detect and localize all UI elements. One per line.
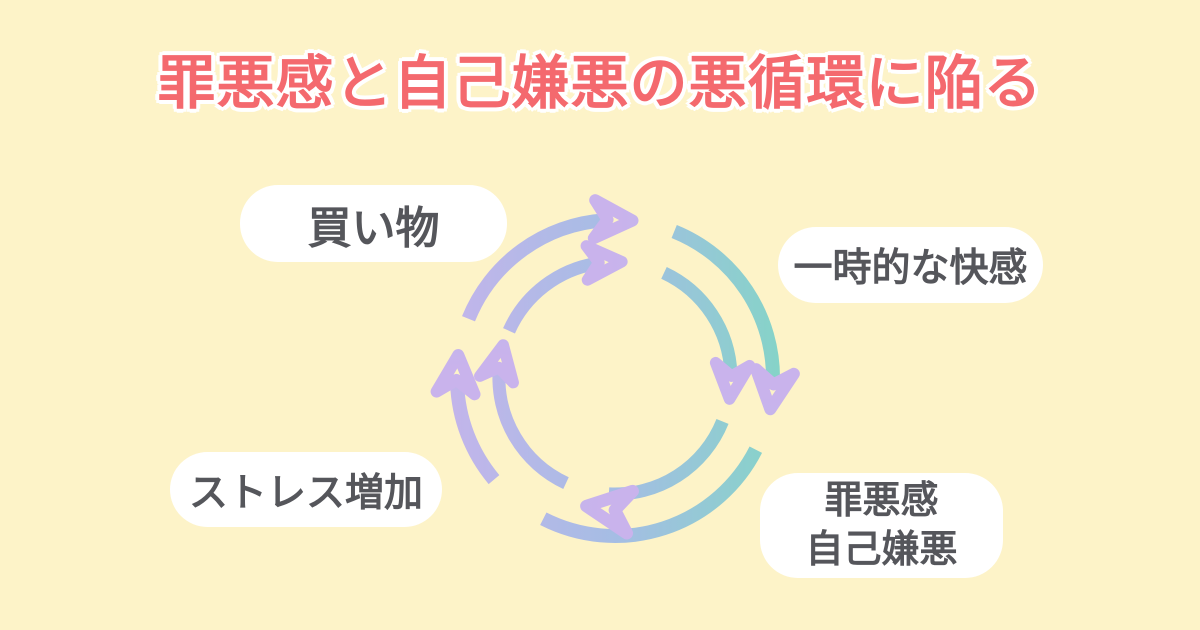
inner-arc-left (492, 369, 569, 489)
inner-arc-top (503, 256, 599, 334)
step-label-temporary-pleasure-text: 一時的な快感 (793, 247, 1028, 290)
outer-arrowhead-left-icon (430, 349, 481, 401)
outer-arc-bottom (540, 446, 763, 543)
outer-arrowhead-right-icon (750, 363, 800, 416)
cycle-arrows-diagram (430, 194, 800, 543)
outer-arc-right (671, 225, 781, 381)
step-label-guilt-self-loathing: 罪悪感 自己嫌悪 (760, 473, 1003, 578)
outer-arc-top (462, 213, 605, 322)
page-title: 罪悪感と自己嫌悪の悪循環に陥る (157, 51, 1043, 116)
step-label-guilt-line1: 罪悪感 (824, 479, 939, 522)
outer-arrowhead-top-icon (587, 194, 639, 245)
step-label-guilt-line2: 自己嫌悪 (805, 528, 958, 571)
inner-arrowhead-left-icon (474, 339, 519, 389)
cycle-inner-ring (474, 240, 756, 540)
step-label-shopping-text: 買い物 (307, 203, 440, 253)
step-label-stress-increase: ストレス増加 (170, 452, 442, 527)
inner-arc-right (661, 267, 738, 375)
cycle-outer-ring (430, 194, 800, 543)
step-label-stress-increase-text: ストレス増加 (188, 471, 423, 515)
step-label-temporary-pleasure: 一時的な快感 (778, 227, 1043, 303)
inner-arrowhead-bottom-icon (580, 484, 639, 540)
inner-arrowhead-right-icon (709, 356, 756, 405)
inner-arc-bottom (608, 418, 729, 501)
inner-arrowhead-top-icon (580, 240, 628, 286)
step-label-shopping: 買い物 (240, 185, 507, 262)
outer-arc-left (450, 383, 500, 485)
